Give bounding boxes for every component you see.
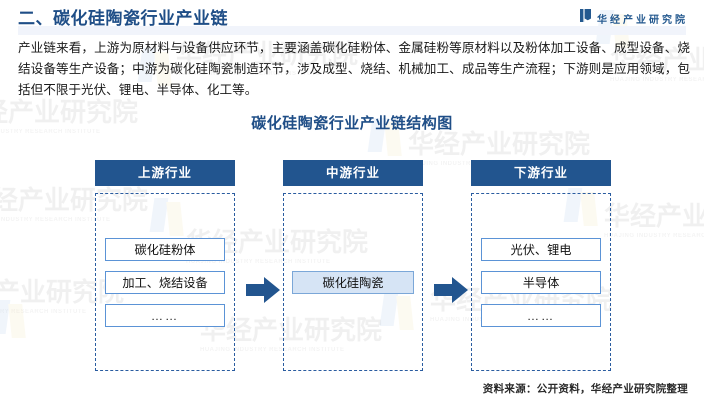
brand-logo: 华经产业研究院: [580, 9, 688, 27]
node-downstream-2[interactable]: 半导体: [481, 270, 601, 294]
book-mark-icon: [580, 9, 591, 27]
source-note: 资料来源：公开资料，华经产业研究院整理: [482, 383, 688, 395]
intro-paragraph: 产业链来看，上游为原材料与设备供应环节，主要涵盖碳化硅粉体、金属硅粉等原材料以及…: [18, 41, 690, 97]
column-header-downstream: 下游行业: [471, 160, 611, 186]
chart-title: 碳化硅陶瓷行业产业链结构图: [251, 115, 453, 132]
node-downstream-3[interactable]: ……: [481, 303, 601, 327]
page-title: 二、碳化硅陶瓷行业产业链: [18, 9, 228, 28]
column-downstream: 下游行业 光伏、锂电 半导体 ……: [471, 160, 611, 371]
column-header-midstream: 中游行业: [283, 160, 423, 186]
node-upstream-3[interactable]: ……: [105, 303, 225, 327]
column-header-upstream: 上游行业: [95, 160, 235, 186]
right-arrow-icon: [434, 277, 468, 303]
node-downstream-1[interactable]: 光伏、锂电: [481, 237, 601, 261]
column-midstream: 中游行业 碳化硅陶瓷: [283, 160, 423, 371]
node-upstream-2[interactable]: 加工、烧结设备: [105, 270, 225, 294]
column-body-upstream: 碳化硅粉体 加工、烧结设备 ……: [95, 193, 235, 371]
header-band: [18, 26, 686, 35]
node-midstream-1[interactable]: 碳化硅陶瓷: [292, 270, 414, 294]
column-body-midstream: 碳化硅陶瓷: [283, 193, 423, 371]
node-upstream-1[interactable]: 碳化硅粉体: [105, 237, 225, 261]
right-arrow-icon: [246, 277, 280, 303]
page-header: 二、碳化硅陶瓷行业产业链 华经产业研究院: [0, 0, 704, 35]
brand-name: 华经产业研究院: [597, 14, 688, 26]
column-body-downstream: 光伏、锂电 半导体 ……: [471, 193, 611, 371]
supply-chain-diagram: 上游行业 碳化硅粉体 加工、烧结设备 …… 中游行业 碳化硅陶瓷 下游行业 光伏…: [0, 160, 704, 375]
column-upstream: 上游行业 碳化硅粉体 加工、烧结设备 ……: [95, 160, 235, 371]
